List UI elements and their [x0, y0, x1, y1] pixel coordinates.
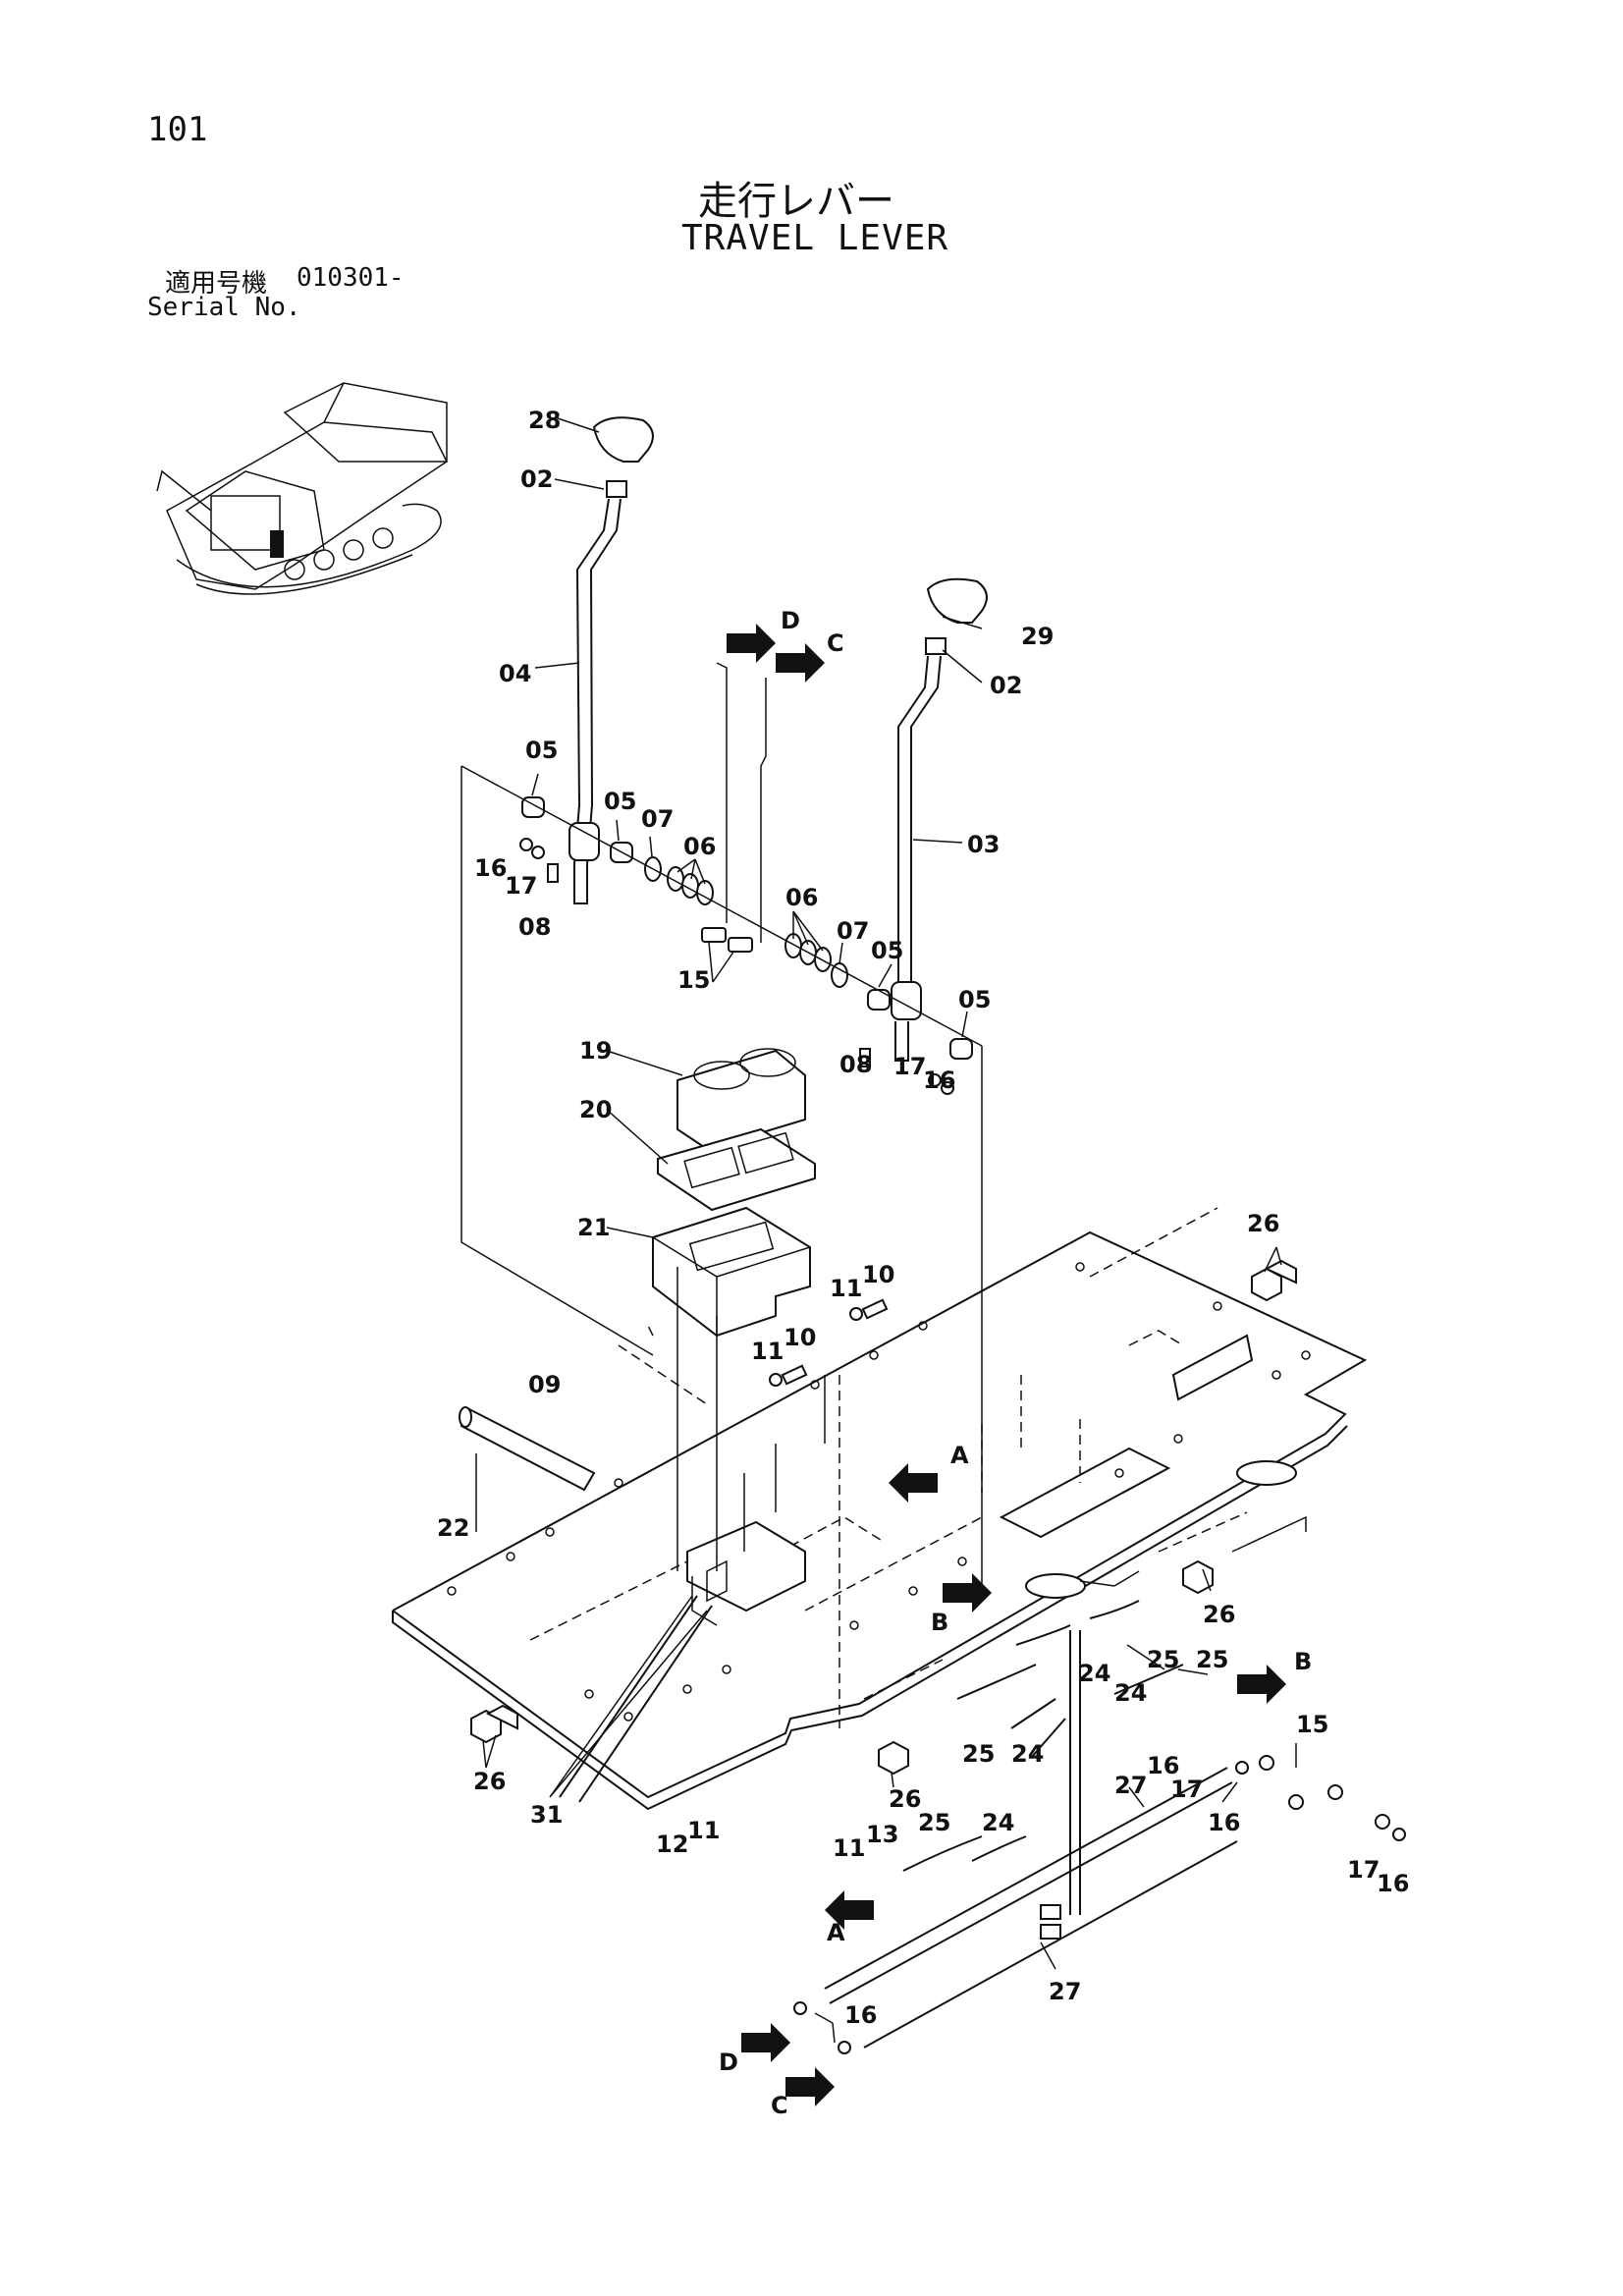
- callout-31: 31: [530, 1801, 563, 1829]
- arrow-letter-A-low: A: [827, 1919, 845, 1946]
- arrow-letter-C-top: C: [827, 629, 844, 657]
- serial-label-japanese: 適用号機: [165, 269, 268, 299]
- bolts-upper: [769, 1298, 889, 1387]
- callout-25-a: 25: [1147, 1646, 1179, 1673]
- callout-26-a: 26: [1247, 1210, 1279, 1237]
- callout-02-right: 02: [990, 672, 1022, 699]
- callout-27-a: 27: [1114, 1772, 1147, 1799]
- callout-16-b: 16: [923, 1066, 955, 1094]
- nuts-26: [470, 1259, 1297, 1776]
- callout-16-e: 16: [1377, 1870, 1409, 1897]
- part-callouts: 28 02 04 29 02 03 05 05 07 06 16 17 08 1…: [437, 407, 1409, 2029]
- callout-26-b: 26: [1203, 1601, 1235, 1628]
- callout-28: 28: [528, 407, 561, 434]
- callout-07-b: 07: [837, 917, 869, 945]
- callout-17-c: 17: [1170, 1776, 1203, 1803]
- direction-arrows: [727, 624, 1286, 2106]
- callout-12: 12: [656, 1831, 688, 1858]
- serial-label-english: Serial No.: [147, 293, 301, 322]
- title-japanese: 走行レバー: [698, 179, 894, 224]
- callout-25-b: 25: [1196, 1646, 1228, 1673]
- callout-15-b: 15: [1296, 1711, 1328, 1738]
- callout-11-c: 11: [687, 1817, 720, 1844]
- callout-22: 22: [437, 1514, 469, 1542]
- callout-26-d: 26: [889, 1785, 921, 1813]
- callout-15-a: 15: [677, 966, 710, 994]
- callout-08-a: 08: [518, 913, 551, 941]
- callout-11-a: 11: [830, 1275, 862, 1302]
- serial-number-value: 010301-: [297, 263, 405, 293]
- arrow-letter-B-mid: B: [931, 1609, 948, 1636]
- callout-27-b: 27: [1049, 1978, 1081, 2005]
- callout-16-f: 16: [844, 2001, 877, 2029]
- callout-11-d: 11: [833, 1834, 865, 1862]
- callout-09: 09: [528, 1371, 561, 1398]
- callout-13: 13: [866, 1821, 898, 1848]
- callout-17-d: 17: [1347, 1856, 1380, 1884]
- callout-16-c: 16: [1147, 1752, 1179, 1779]
- callout-11-b: 11: [751, 1338, 784, 1365]
- machine-thumbnail: [156, 382, 448, 595]
- left-travel-lever: [568, 416, 654, 904]
- callout-04: 04: [499, 660, 531, 687]
- guide-lines: [460, 662, 983, 1728]
- callout-20: 20: [579, 1096, 612, 1123]
- arrow-letter-D-bottom: D: [719, 2049, 738, 2076]
- callout-07-a: 07: [641, 805, 674, 833]
- title-english: TRAVEL LEVER: [681, 218, 949, 258]
- callout-05-b: 05: [604, 788, 636, 815]
- lever-boot-and-cover: [652, 1048, 816, 1338]
- callout-05-c: 05: [871, 937, 903, 964]
- callout-03: 03: [967, 831, 1000, 858]
- callout-24-c: 24: [1011, 1740, 1044, 1768]
- callout-10-a: 10: [862, 1261, 894, 1288]
- callout-02-left: 02: [520, 465, 553, 493]
- callout-25-d: 25: [918, 1809, 950, 1836]
- callout-05-d: 05: [958, 986, 991, 1013]
- callout-10-b: 10: [784, 1324, 816, 1351]
- callout-24-a: 24: [1078, 1660, 1110, 1687]
- callout-17-b: 17: [893, 1053, 926, 1080]
- rod-09: [459, 1406, 596, 1492]
- leader-lines: [482, 416, 1297, 2044]
- callout-08-b: 08: [839, 1051, 872, 1078]
- callout-24-d: 24: [982, 1809, 1014, 1836]
- arrow-letter-B-right: B: [1294, 1648, 1312, 1675]
- callout-06-a: 06: [683, 833, 716, 860]
- arrow-letters: D C A B B A D C: [719, 607, 1312, 2119]
- callout-26-c: 26: [473, 1768, 506, 1795]
- callout-24-b: 24: [1114, 1679, 1147, 1707]
- arrow-letter-A-mid: A: [950, 1442, 969, 1469]
- callout-06-b: 06: [785, 884, 818, 911]
- callout-16-d: 16: [1208, 1809, 1240, 1836]
- callout-16-a: 16: [474, 854, 507, 882]
- floor-plate: [392, 1207, 1368, 1811]
- callout-05-a: 05: [525, 737, 558, 764]
- springs-and-rods: [793, 1600, 1406, 2054]
- arrow-letter-D-top: D: [781, 607, 800, 634]
- callout-19: 19: [579, 1037, 612, 1065]
- pivot-bushings-and-washers: [460, 765, 983, 1095]
- arrow-letter-C-bottom: C: [771, 2092, 788, 2119]
- callout-25-c: 25: [962, 1740, 995, 1768]
- right-travel-lever: [891, 577, 988, 1062]
- callout-29: 29: [1021, 623, 1054, 650]
- page-number: 101: [147, 110, 208, 149]
- callout-21: 21: [577, 1214, 610, 1241]
- callout-17-a: 17: [505, 872, 537, 900]
